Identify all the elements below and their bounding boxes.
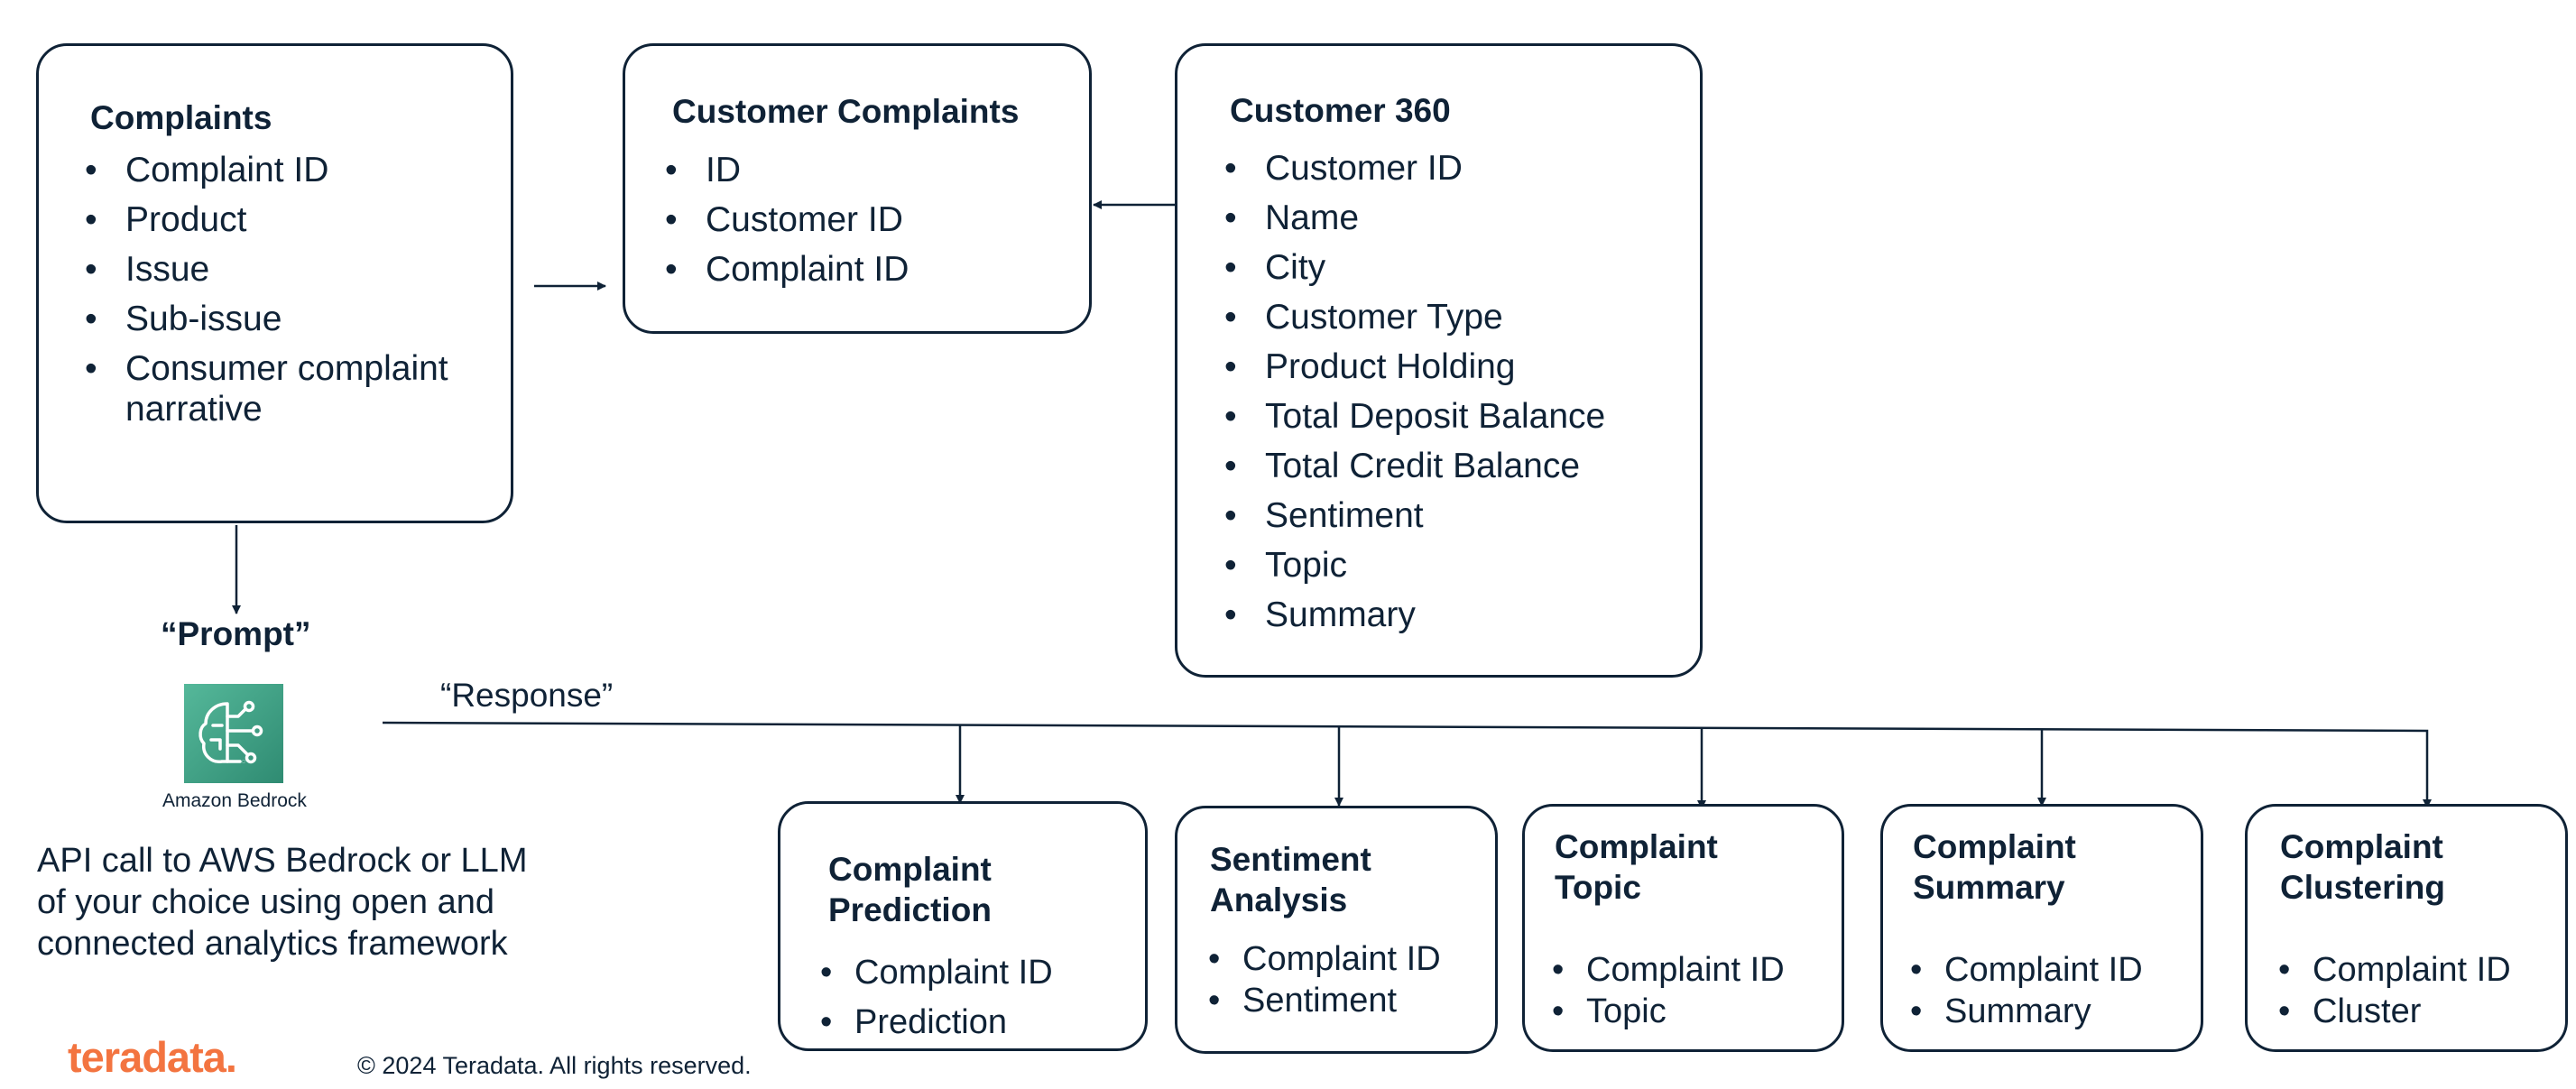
response-bus-line [382, 721, 2432, 808]
complaint-topic-title: Complaint Topic [1555, 828, 1718, 906]
complaint-summary-box: Complaint Summary Complaint ID Summary [1880, 804, 2203, 1052]
complaints-field-list: Complaint ID Product Issue Sub-issue Con… [65, 150, 507, 438]
teradata-logo: teradata. [68, 1033, 237, 1081]
list-item: City [1205, 243, 1692, 292]
complaint-topic-box: Complaint Topic Complaint ID Topic [1522, 804, 1844, 1052]
list-item: Consumer complaint narrative [65, 348, 507, 429]
complaint-summary-title: Complaint Summary [1913, 828, 2076, 906]
complaint-prediction-field-list: Complaint ID Prediction [808, 948, 1053, 1047]
api-description-line: of your choice using open and [37, 883, 495, 921]
list-item: Customer ID [1205, 143, 1692, 193]
customer-complaints-field-list: ID Customer ID Complaint ID [645, 145, 1078, 294]
list-item: Complaint ID [1897, 949, 2143, 991]
list-item: Customer ID [645, 195, 1078, 245]
complaints-box: Complaints Complaint ID Product Issue Su… [36, 43, 513, 523]
api-description-line: connected analytics framework [37, 925, 508, 963]
complaint-prediction-box: Complaint Prediction Complaint ID Predic… [778, 801, 1148, 1051]
list-item: Complaint ID [65, 150, 507, 190]
customer-complaints-title: Customer Complaints [672, 93, 1020, 130]
list-item: Total Credit Balance [1205, 441, 1692, 491]
list-item: Issue [65, 249, 507, 290]
list-item: Name [1205, 193, 1692, 243]
complaints-title: Complaints [90, 99, 272, 136]
sentiment-analysis-title: Sentiment Analysis [1210, 841, 1371, 918]
bedrock-caption: Amazon Bedrock [162, 790, 307, 811]
list-item: Complaint ID [645, 245, 1078, 294]
prompt-label: “Prompt” [161, 615, 311, 652]
list-item: Topic [1205, 540, 1692, 590]
list-item: Product Holding [1205, 342, 1692, 392]
list-item: Complaint ID [808, 948, 1053, 998]
list-item: Topic [1539, 991, 1785, 1032]
sentiment-analysis-box: Sentiment Analysis Complaint ID Sentimen… [1175, 806, 1498, 1054]
list-item: Complaint ID [1539, 949, 1785, 991]
copyright-text: © 2024 Teradata. All rights reserved. [357, 1052, 752, 1079]
complaint-clustering-field-list: Complaint ID Cluster [2266, 949, 2511, 1032]
list-item: Complaint ID [1196, 938, 1441, 980]
amazon-bedrock-icon [184, 684, 283, 783]
list-item: Customer Type [1205, 292, 1692, 342]
list-item: Sub-issue [65, 299, 507, 339]
list-item: ID [645, 145, 1078, 195]
list-item: Summary [1897, 991, 2143, 1032]
list-item: Complaint ID [2266, 949, 2511, 991]
list-item: Product [65, 199, 507, 240]
complaint-topic-field-list: Complaint ID Topic [1539, 949, 1785, 1032]
complaint-clustering-box: Complaint Clustering Complaint ID Cluste… [2245, 804, 2568, 1052]
customer-360-box: Customer 360 Customer ID Name City Custo… [1175, 43, 1703, 678]
complaint-clustering-title: Complaint Clustering [2280, 828, 2445, 906]
complaint-prediction-title: Complaint Prediction [828, 851, 992, 928]
api-description: API call to AWS Bedrock or LLM of your c… [37, 840, 527, 964]
list-item: Sentiment [1196, 980, 1441, 1021]
customer-complaints-box: Customer Complaints ID Customer ID Compl… [623, 43, 1092, 334]
api-description-line: API call to AWS Bedrock or LLM [37, 842, 528, 880]
customer-360-title: Customer 360 [1230, 92, 1451, 129]
list-item: Prediction [808, 998, 1053, 1047]
sentiment-analysis-field-list: Complaint ID Sentiment [1196, 938, 1441, 1021]
list-item: Total Deposit Balance [1205, 392, 1692, 441]
customer-360-field-list: Customer ID Name City Customer Type Prod… [1205, 143, 1692, 640]
complaint-summary-field-list: Complaint ID Summary [1897, 949, 2143, 1032]
list-item: Cluster [2266, 991, 2511, 1032]
response-label: “Response” [440, 677, 614, 714]
list-item: Summary [1205, 590, 1692, 640]
list-item: Sentiment [1205, 491, 1692, 540]
